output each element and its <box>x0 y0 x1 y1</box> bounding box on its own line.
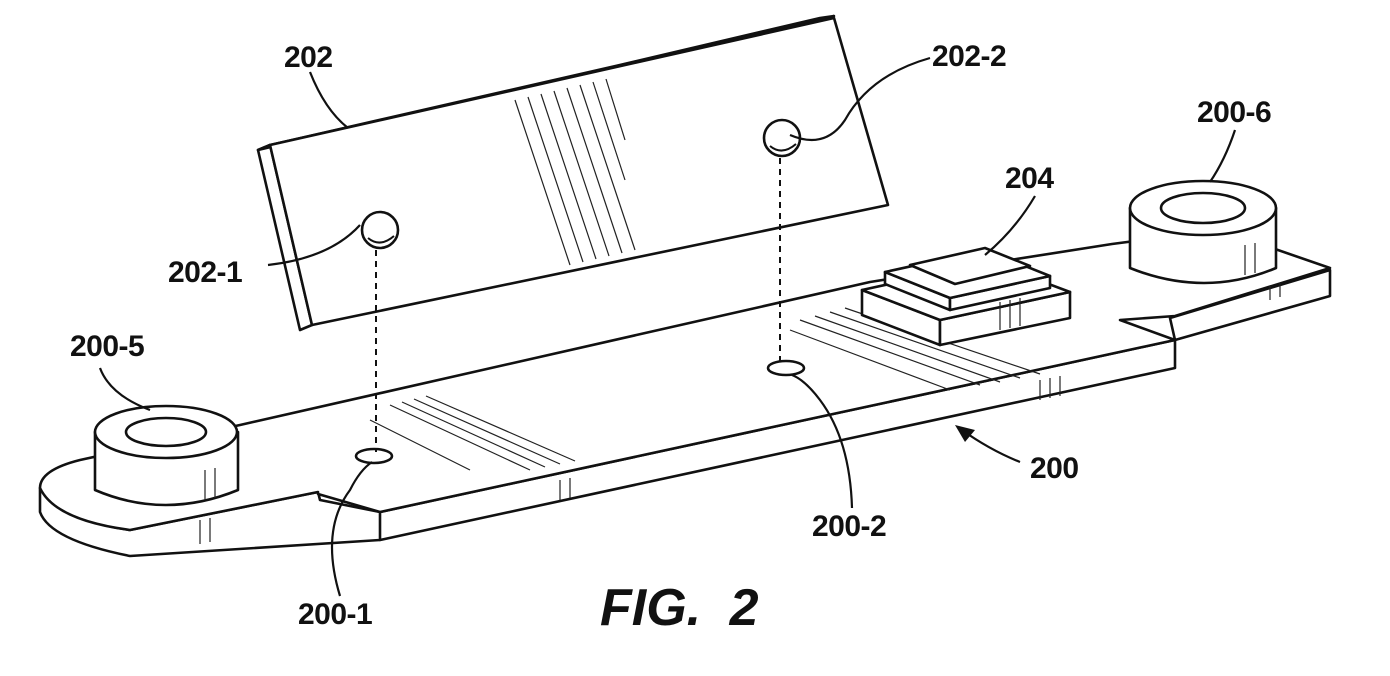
label-200-6: 200-6 <box>1197 96 1271 129</box>
label-200: 200 <box>1030 452 1079 485</box>
label-200-1: 200-1 <box>298 598 372 631</box>
standoff-200-5 <box>95 406 238 505</box>
hole-200-2 <box>768 361 804 375</box>
label-202: 202 <box>284 41 333 74</box>
arrowhead-200 <box>955 425 975 442</box>
caption-number: 2 <box>729 579 759 637</box>
label-202-2: 202-2 <box>932 40 1006 73</box>
label-200-2: 200-2 <box>812 510 886 543</box>
plate-202 <box>258 16 888 330</box>
label-204: 204 <box>1005 162 1054 195</box>
label-200-5: 200-5 <box>70 330 144 363</box>
label-202-1: 202-1 <box>168 256 242 289</box>
bump-202-1 <box>362 212 398 248</box>
standoff-200-6 <box>1130 181 1276 283</box>
hole-200-1 <box>356 449 392 463</box>
bump-202-2 <box>764 120 800 156</box>
caption-prefix: FIG. <box>600 579 701 637</box>
figure-caption: FIG. 2 <box>600 579 759 637</box>
